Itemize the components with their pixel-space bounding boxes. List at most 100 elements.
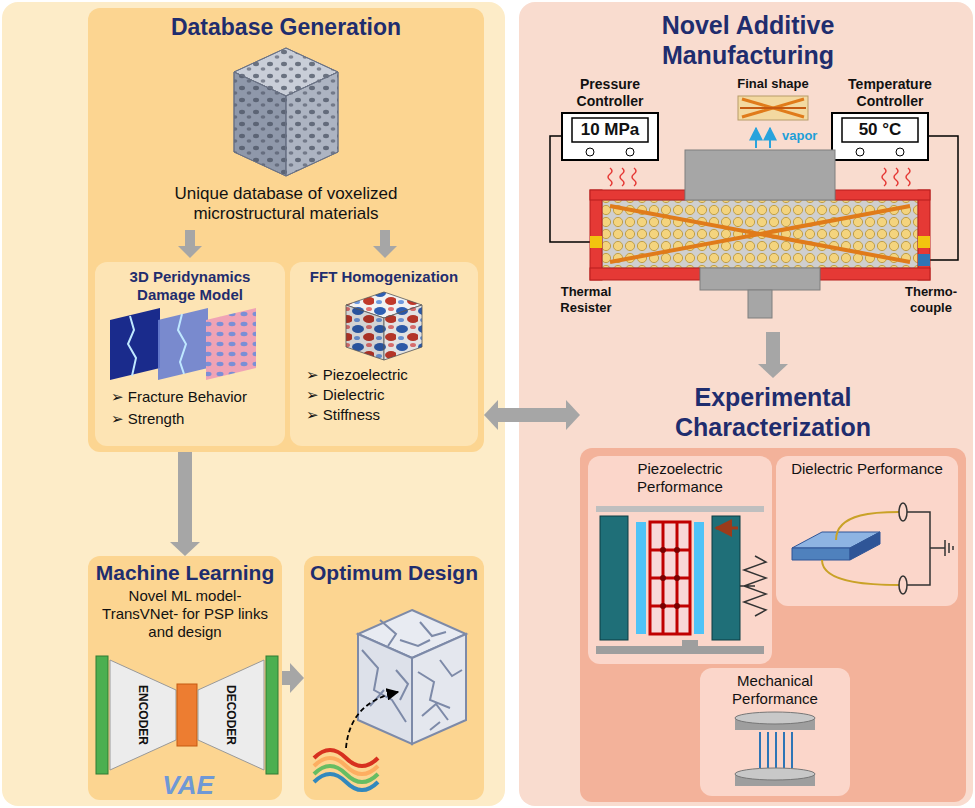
box-fill: [95, 262, 285, 446]
reinforcement-bars: [610, 206, 910, 262]
dielectric-setup: [907, 512, 945, 585]
piezo-test-rig: [650, 577, 690, 580]
box-heading: FFT Homogenization: [296, 268, 472, 286]
device-label: Temperature Controller: [830, 76, 950, 110]
vae-figure: [177, 684, 197, 746]
microstructure-cube: [286, 72, 338, 176]
die-frame: [590, 268, 700, 280]
box-heading: Optimum Design: [308, 560, 480, 585]
model-label: VAE: [150, 770, 226, 801]
final-shape-figure: [738, 96, 808, 120]
lattice-cube: [418, 660, 462, 730]
box-fill: [700, 668, 850, 796]
piezo-test-rig: [716, 527, 738, 530]
box-text: ➢ Dielectric: [296, 386, 472, 404]
press-punch: [748, 290, 772, 318]
part-label: Thermo- couple: [896, 284, 966, 315]
flow-arrow-small: [185, 230, 195, 246]
box-fill-layer: [88, 8, 966, 802]
test-box: Dielectric Performance: [776, 456, 958, 606]
compression-setup: [767, 732, 769, 768]
reinforcement-bars: [610, 206, 910, 262]
controller-gauge: [572, 118, 648, 142]
piezo-test-rig: [712, 516, 740, 640]
reinforcement-bars: [610, 206, 910, 262]
vae-figure: [110, 660, 176, 770]
piezo-test-rig: [596, 646, 764, 654]
box-heading: Experimental Characterization: [623, 382, 923, 442]
piezo-test-rig: [740, 556, 766, 616]
flow-arrow: [282, 671, 290, 685]
compression-setup: [783, 732, 785, 768]
final-shape-figure: [740, 107, 806, 109]
box-text: ➢ Piezoelectric: [296, 366, 472, 384]
connector-group: [185, 332, 773, 678]
box-heading: Mechanical Performance: [710, 672, 840, 708]
gauge-reading: 50 °C: [842, 119, 918, 141]
damage-planes: [110, 308, 256, 380]
vae-figure: [96, 656, 278, 774]
piezo-test-rig: [674, 603, 680, 609]
fft-cube: [346, 292, 422, 360]
heater-symbol: [608, 168, 612, 186]
vae-figure: [198, 660, 264, 770]
section-area: Novel Additive Manufacturing: [530, 6, 966, 332]
flow-arrow-small: [380, 230, 390, 246]
piezo-test-rig: [636, 522, 646, 634]
microstructure-cube: [234, 48, 338, 176]
flow-arrow: [766, 332, 780, 364]
heater-symbol: [882, 168, 886, 186]
die-frame: [820, 268, 930, 280]
box-fill: [88, 556, 282, 800]
part-label: Thermal Resister: [544, 284, 628, 315]
piezo-test-rig: [674, 547, 680, 553]
compression-setup: [775, 732, 777, 768]
lattice-cube: [358, 610, 466, 744]
box-heading: Database Generation: [94, 14, 478, 42]
microstructure-cube: [234, 72, 286, 176]
piezo-test-rig: [650, 522, 690, 634]
box-fill: [776, 456, 958, 606]
dielectric-setup: [850, 532, 880, 560]
vapor-arrow: [755, 128, 757, 148]
box-heading: Machine Learning: [92, 560, 278, 585]
press-punch: [700, 268, 820, 290]
piezo-test-rig: [650, 522, 690, 634]
flow-label: vapor: [782, 128, 828, 144]
heater-symbol: [906, 168, 910, 186]
dielectric-setup: [792, 503, 953, 594]
die-frame: [590, 190, 685, 200]
sensor-element: [590, 236, 930, 266]
fft-cube: [346, 305, 384, 360]
controller-gauge: [562, 113, 658, 160]
dielectric-setup: [899, 576, 907, 594]
sensor-element: [918, 254, 930, 266]
layer-label: ENCODER: [136, 685, 150, 745]
box-text: Unique database of voxelized microstruct…: [136, 184, 436, 225]
box-text: ➢ Strength: [101, 410, 279, 428]
compression-setup: [759, 732, 761, 768]
dielectric-setup: [836, 512, 899, 540]
damage-planes: [128, 316, 136, 376]
lattice-cube: [380, 620, 446, 646]
section-box: Database GenerationUnique database of vo…: [88, 8, 484, 452]
compression-setup: [735, 712, 815, 724]
piezo-test-rig: [650, 549, 690, 552]
dielectric-setup: [945, 540, 953, 556]
compression-setup: [791, 732, 793, 768]
design-arrow: [346, 692, 398, 748]
dielectric-setup: [792, 548, 850, 560]
method-box: 3D Peridynamics Damage Model➢ Fracture B…: [95, 262, 285, 446]
dielectric-setup: [822, 560, 899, 585]
box-fill: [588, 456, 772, 664]
test-box: Mechanical Performance: [700, 668, 850, 796]
flow-arrow-small: [178, 230, 397, 258]
heater-symbol: [620, 168, 624, 186]
die-frame: [590, 190, 930, 280]
lattice-cube: [412, 634, 466, 744]
surface-plot: [314, 750, 378, 790]
section-box: Machine LearningNovel ML model-TransVNet…: [88, 556, 282, 800]
background-panel: [519, 2, 973, 806]
sensor-element: [918, 236, 930, 248]
box-fill: [304, 556, 484, 800]
